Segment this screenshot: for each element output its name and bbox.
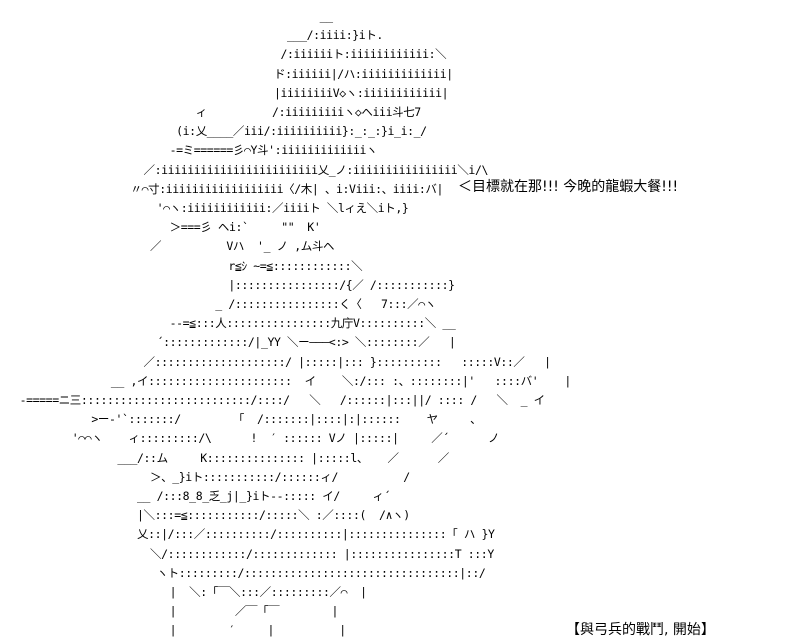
art-line: |iiiiiiiiV◇ヽ:iiiiiiiiiiii| bbox=[0, 85, 449, 100]
battle-caption: 【與弓兵的戰鬥, 開始】 bbox=[566, 622, 715, 638]
art-line: |::::::::::::::::/{／ /:::::::::::} bbox=[0, 277, 455, 292]
art-line: ＼/::::::::::::/::::::::::::: |::::::::::… bbox=[0, 546, 494, 561]
art-line: __ /:::8_8_乏_j|_}iト--::::: イ/ ィ´ bbox=[0, 489, 391, 503]
art-line: ＞===彡 ヘi:` "" K' bbox=[0, 220, 321, 235]
art-line: -=====ニ三::::::::::::::::::::::::::/::::/… bbox=[0, 393, 546, 407]
art-line: ＞、_}iト:::::::::::/::::::ィ/ / bbox=[0, 469, 410, 484]
art-line: >ー-'`:::::::/ 「 /:::::::|::::|:|:::::: ヤ… bbox=[0, 412, 476, 427]
art-line: | ′ | | bbox=[0, 623, 347, 638]
art-line: -=ミ======彡⌒Y斗':iiiiiiiiiiiiiヽ bbox=[0, 143, 378, 158]
art-line: ／:iiiiiiiiiiiiiiiiiiiiiiii乂_ノ:iiiiiiiiii… bbox=[0, 162, 489, 177]
art-line: ___/:iiii:}iト. bbox=[0, 28, 383, 43]
art-line: _ /::::::::::::::::く〈 7:::／⌒ヽ bbox=[0, 297, 436, 311]
art-line: ___/::ム K::::::::::::::: |:::::l、 ／ ／ bbox=[0, 450, 449, 465]
art-line: ド:iiiiii|/ハ:iiiiiiiiiiiii| bbox=[0, 66, 453, 81]
art-line: ヽト:::::::::/::::::::::::::::::::::::::::… bbox=[0, 565, 486, 580]
art-line: | ＼:「￣＼:::／:::::::::／⌒ | bbox=[0, 585, 367, 599]
art-line: __ ,イ:::::::::::::::::::::: イ ＼:/::: :、:… bbox=[0, 373, 571, 388]
art-line: __ bbox=[0, 9, 333, 23]
art-line: | ／￣「￣ | bbox=[0, 604, 339, 619]
art-line: ／::::::::::::::::::::/ |:::::|::: }:::::… bbox=[0, 354, 552, 369]
art-line: 乂::|/:::／::::::::::/::::::::::|:::::::::… bbox=[0, 527, 495, 542]
art-line: ／ Vハ '_ ノ ,ム斗ヘ bbox=[0, 239, 335, 254]
art-line: ィ /:iiiiiiiiiヽ◇ヘiii斗七7 bbox=[0, 105, 422, 119]
art-line: --=≦:::人::::::::::::::::九庁V::::::::::＼ _… bbox=[0, 316, 456, 331]
art-line: /:iiiiiiト:iiiiiiiiiiii:＼ bbox=[0, 47, 447, 62]
art-line: r≦ｼ ~=≦::::::::::::＼ bbox=[0, 258, 363, 273]
art-line: ´:::::::::::::/|_ΥΥ ＼ー―――<:> ＼::::::::／ … bbox=[0, 335, 456, 350]
art-line: '⌒ヽ:iiiiiiiiiiii:／iiiiト ＼lィえ＼iト,} bbox=[0, 201, 409, 215]
art-line: |＼:::=≦:::::::::::/:::::＼ :／::::( /∧ヽ) bbox=[0, 508, 410, 523]
art-line: (i:乂____／iii/:iiiiiiiiii}:_:_:}i_i:_/ bbox=[0, 124, 427, 139]
speech-line: ＜目標就在那!!! 今晚的龍蝦大餐!!! bbox=[458, 179, 679, 195]
art-line: 〃⌒寸:iiiiiiiiiiiiiiiiii〈/木| 、i:Viii:、iiii… bbox=[0, 181, 444, 196]
art-line: '⌒⌒ヽ ィ:::::::::/\ ! ′ :::::: Vノ |:::::| … bbox=[0, 431, 500, 446]
